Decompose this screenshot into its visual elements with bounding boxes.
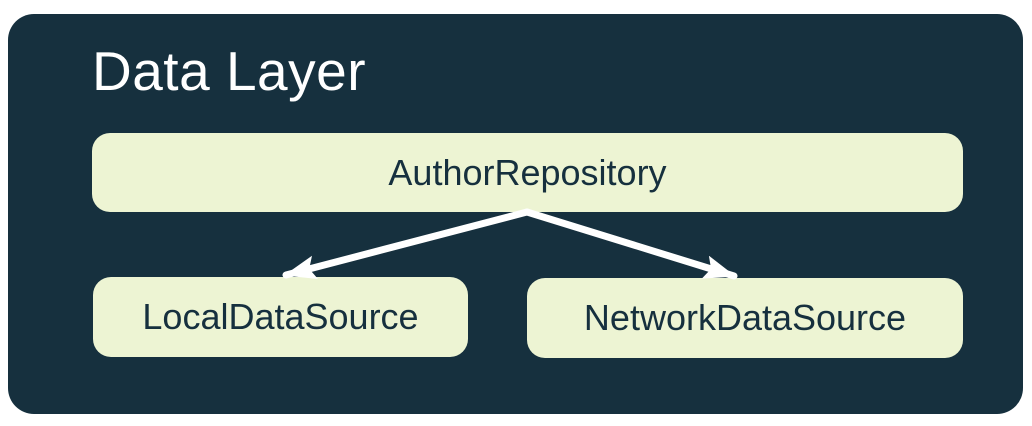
node-local-data-source: LocalDataSource bbox=[93, 277, 468, 357]
node-network-data-source: NetworkDataSource bbox=[527, 278, 963, 358]
node-author-repository: AuthorRepository bbox=[92, 133, 963, 212]
data-layer-group: Data Layer AuthorRepository LocalDataSou… bbox=[8, 14, 1023, 414]
node-network-data-source-label: NetworkDataSource bbox=[583, 297, 907, 338]
node-local-data-source-label: LocalDataSource bbox=[142, 296, 419, 337]
node-author-repository-label: AuthorRepository bbox=[388, 151, 667, 193]
diagram-title: Data Layer bbox=[92, 40, 367, 102]
arrow-to-local-data-source bbox=[282, 208, 531, 280]
arrow-to-network-data-source bbox=[523, 208, 738, 280]
